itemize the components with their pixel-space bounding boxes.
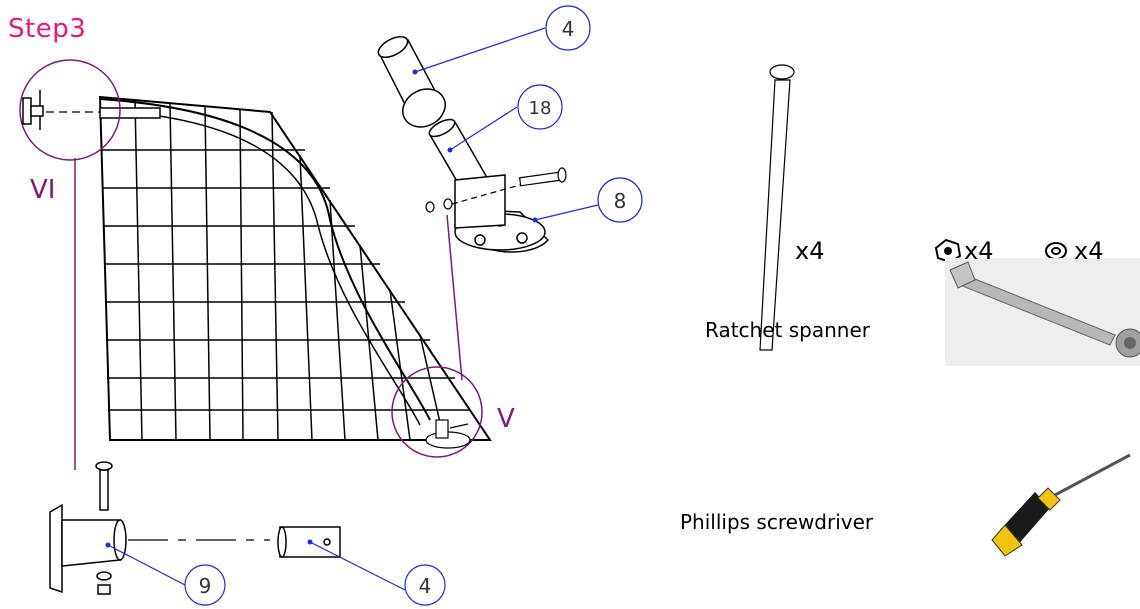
leader-lines — [107, 27, 599, 591]
detail-circle-v — [391, 366, 483, 458]
nut-quantity: x4 — [964, 237, 994, 265]
detail-label-vi: VI — [30, 175, 56, 205]
tube-4-top — [377, 35, 446, 128]
bolt-quantity: x4 — [795, 237, 825, 265]
detail-label-v: V — [497, 404, 515, 434]
nut-icon — [934, 238, 962, 264]
step-title: Step3 — [8, 14, 87, 44]
washer-quantity: x4 — [1074, 237, 1104, 265]
ratchet-spanner-label: Ratchet spanner — [705, 318, 870, 342]
bolt-top — [425, 167, 567, 213]
callout-4-top: 4 — [562, 17, 575, 41]
base-bracket-8 — [454, 174, 550, 253]
callout-9: 9 — [199, 574, 212, 598]
phillips-screwdriver-label: Phillips screwdriver — [680, 510, 874, 534]
washer-icon — [1045, 242, 1067, 260]
callout-18: 18 — [529, 98, 552, 119]
callout-8: 8 — [614, 189, 627, 213]
leader-dots — [105, 69, 538, 548]
detail-circle-vi — [19, 59, 121, 161]
callout-circles — [184, 5, 643, 606]
callout-4-bottom: 4 — [419, 574, 432, 598]
ratchet-spanner-image — [945, 258, 1140, 366]
base-plate-small — [425, 419, 471, 449]
bolt-icon — [759, 64, 795, 351]
wall-bracket-small — [22, 90, 44, 130]
wall-bracket-9 — [49, 461, 127, 595]
screwdriver-image — [991, 453, 1131, 557]
goal-net — [98, 95, 492, 441]
